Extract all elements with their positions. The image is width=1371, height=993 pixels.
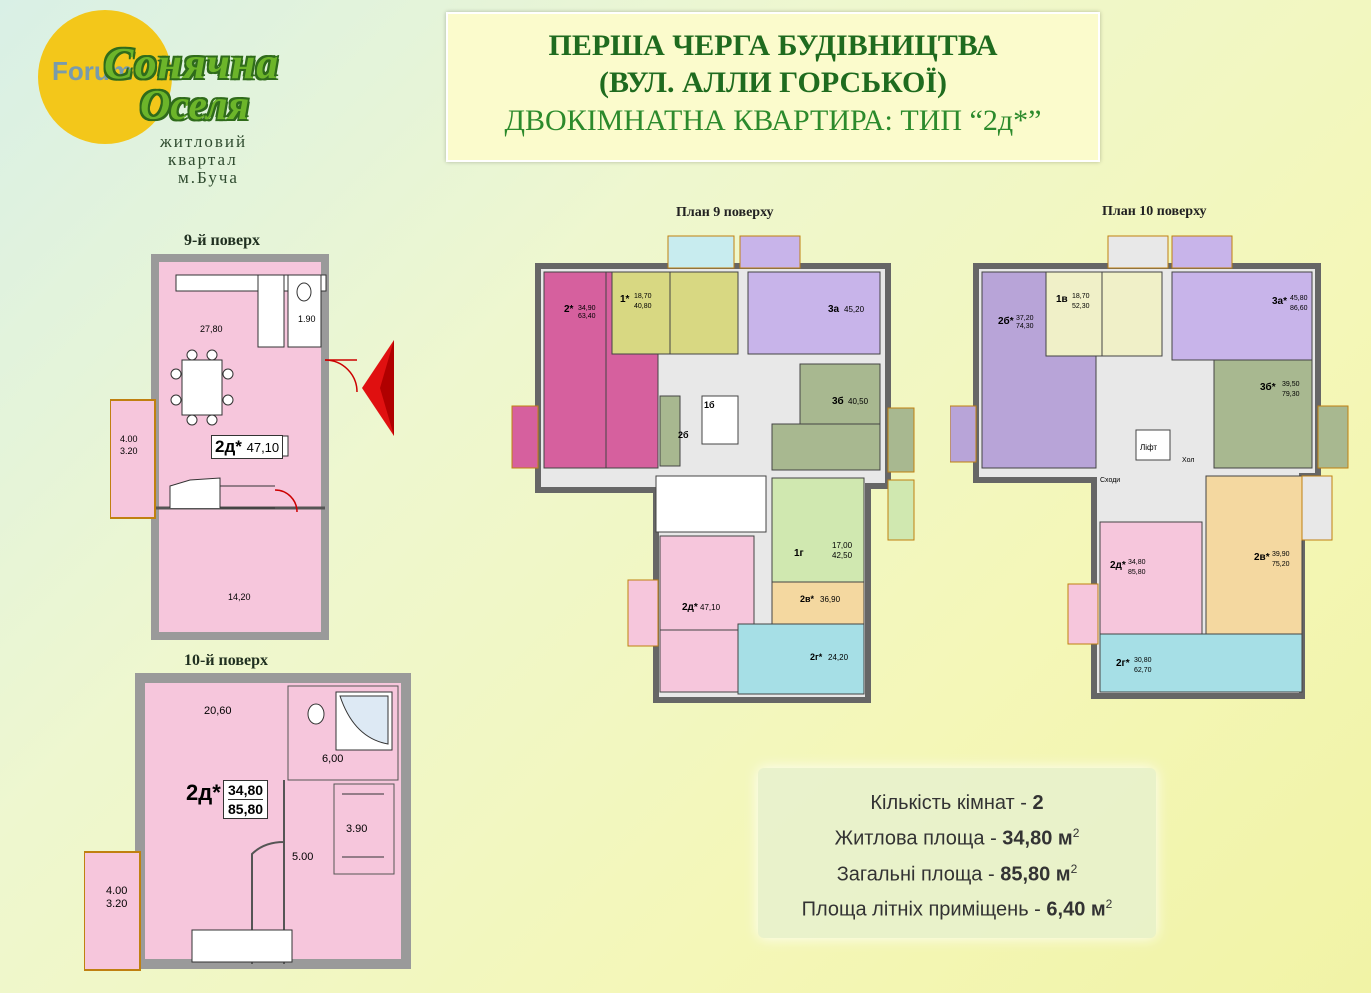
f9-balcony-1: 4.00	[120, 434, 138, 444]
p10-unit-2d: 2д*	[1110, 560, 1126, 571]
f10-unit-areas: 34,80 85,80	[223, 780, 269, 819]
p9-unit-3a-a2: 45,20	[844, 305, 865, 314]
plan10-label: План 10 поверху	[1102, 204, 1207, 219]
p9-unit-1: 1*	[620, 294, 630, 305]
f10-closet-area: 3.90	[346, 823, 367, 835]
info-living: Житлова площа - 34,80 м2	[758, 818, 1156, 854]
info-rooms-value: 2	[1032, 792, 1044, 814]
p9-unit-1-a1: 18,70	[634, 293, 652, 300]
p10-unit-3a-a1: 45,80	[1290, 295, 1308, 302]
p10-unit-3b-a1: 39,50	[1282, 381, 1300, 388]
p9-unit-1g-a1: 17,00	[832, 541, 853, 550]
f9-kitchen-area: 27,80	[200, 324, 223, 334]
info-rooms-label: Кількість кімнат -	[870, 792, 1033, 814]
info-summer-sup: 2	[1105, 897, 1113, 912]
info-total-sup: 2	[1070, 861, 1078, 876]
p9-unit-1g: 1г	[794, 548, 804, 559]
logo-sub3: м.Буча	[178, 168, 239, 187]
p9-unit-2g-a2: 24,20	[828, 653, 849, 662]
f9-unit-name: 2д*	[215, 437, 242, 456]
p10-unit-2v: 2в*	[1254, 552, 1270, 563]
p10-lift-label: Ліфт	[1140, 443, 1157, 452]
p9-unit-3a: 3а	[828, 304, 840, 315]
title-line2: (ВУЛ. АЛЛИ ГОРСЬКОЇ)	[598, 66, 948, 99]
p10-unit-3b: 3б*	[1260, 381, 1276, 393]
f10-balcony-1: 4.00	[106, 885, 127, 897]
p9-unit-2g: 2г*	[810, 652, 823, 662]
p9-unit-2d-a2: 47,10	[700, 603, 721, 612]
p9-unit-1-a2: 40,80	[634, 303, 652, 310]
info-summer-label: Площа літніх приміщень -	[801, 898, 1047, 921]
info-summer: Площа літніх приміщень - 6,40 м2	[758, 889, 1156, 925]
p9-unit-1g-a2: 42,50	[832, 551, 853, 560]
f10-living-area: 34,80	[228, 782, 264, 798]
logo-name-line2: Оселя	[140, 83, 250, 129]
info-total-label: Загальні площа -	[836, 863, 1001, 886]
p9-unit-3b: 3б	[832, 395, 844, 407]
p9-unit-1b: 1б	[704, 400, 715, 410]
p9-unit-2-a1: 34,90	[578, 305, 596, 312]
f9-unit-label: 2д* 47,10	[211, 435, 284, 459]
p10-unit-2b: 2б*	[998, 315, 1014, 327]
logo-sub1: житловий	[160, 132, 248, 151]
info-total-value: 85,80 м	[1000, 863, 1071, 886]
p10-stairs-label: Сходи	[1100, 477, 1120, 484]
f10-room1-area: 20,60	[204, 705, 232, 717]
p10-unit-3a-a2: 86,60	[1290, 305, 1308, 312]
f9-unit-area: 47,10	[246, 440, 280, 455]
title-line3: ДВОКІМНАТНА КВАРТИРА: ТИП “2д*”	[504, 104, 1042, 137]
plan9-diagram: 2* 34,90 63,40 1* 18,70 40,80 3а 45,20 1…	[511, 235, 915, 703]
f10-balcony-2: 3.20	[106, 898, 127, 910]
p9-unit-2-a2: 63,40	[578, 313, 596, 320]
p9-unit-2d: 2д*	[682, 602, 698, 613]
title-line1: ПЕРША ЧЕРГА БУДІВНИЦТВА	[548, 29, 998, 62]
p9-unit-2v-a2: 36,90	[820, 595, 841, 604]
f9-room-area: 14,20	[228, 592, 251, 602]
p10-unit-1v-a1: 18,70	[1072, 293, 1090, 300]
p10-unit-2v-a2: 75,20	[1272, 561, 1290, 568]
info-total: Загальні площа - 85,80 м2	[758, 854, 1156, 890]
p10-unit-2d-a2: 85,80	[1128, 569, 1146, 576]
logo-sun	[38, 10, 172, 144]
p10-unit-1v: 1в	[1056, 294, 1068, 305]
p10-unit-2v-a1: 39,90	[1272, 551, 1290, 558]
logo-sub2: квартал	[168, 150, 238, 169]
f9-wc-area: 1.90	[298, 314, 316, 324]
p10-unit-2b-a2: 74,30	[1016, 323, 1034, 330]
location-arrow-icon	[362, 340, 394, 436]
floor9-plan: 27,80 1.90 4.00 3.20 14,20	[110, 254, 358, 640]
info-living-label: Житлова площа -	[834, 827, 1003, 850]
p9-unit-2b: 2б	[678, 430, 689, 440]
info-box: Кількість кімнат - 2 Житлова площа - 34,…	[758, 768, 1156, 938]
p10-unit-3a: 3а*	[1272, 296, 1287, 307]
p9-unit-3b-a2: 40,50	[848, 397, 869, 406]
p10-unit-2g-a1: 30,80	[1134, 657, 1152, 664]
f10-hall-area: 5.00	[292, 851, 313, 863]
logo-name-line1: Сонячна	[104, 39, 280, 88]
p10-hall-label: Хол	[1182, 457, 1194, 464]
f10-bath-area: 6,00	[322, 753, 343, 765]
f10-total-area: 85,80	[228, 799, 264, 817]
plan10-diagram: 2б* 37,20 74,30 1в 18,70 52,30 3а* 45,80…	[950, 235, 1349, 699]
p9-unit-2: 2*	[564, 304, 574, 315]
p10-unit-2g: 2г*	[1116, 658, 1130, 669]
p10-unit-2d-a1: 34,80	[1128, 559, 1146, 566]
p10-unit-1v-a2: 52,30	[1072, 303, 1090, 310]
watermark-text: Forum	[52, 56, 133, 86]
info-summer-value: 6,40 м	[1046, 898, 1106, 921]
info-living-value: 34,80 м	[1002, 827, 1073, 850]
p9-unit-2v: 2в*	[800, 594, 815, 604]
plan9-label: План 9 поверху	[676, 205, 774, 220]
p10-unit-3b-a2: 79,30	[1282, 391, 1300, 398]
p10-unit-2g-a2: 62,70	[1134, 667, 1152, 674]
info-living-sup: 2	[1072, 826, 1080, 840]
p10-unit-2b-a1: 37,20	[1016, 315, 1034, 322]
info-rooms: Кількість кімнат - 2	[758, 788, 1156, 818]
floor9-label: 9-й поверх	[184, 232, 261, 249]
title-box: ПЕРША ЧЕРГА БУДІВНИЦТВА (ВУЛ. АЛЛИ ГОРСЬ…	[446, 12, 1100, 162]
f9-balcony-2: 3.20	[120, 446, 138, 456]
floor10-plan: 20,60 6,00 3.90 5.00 4.00 3.20	[84, 673, 411, 971]
floor10-label: 10-й поверх	[184, 652, 269, 669]
f10-unit-name: 2д*	[186, 780, 221, 805]
